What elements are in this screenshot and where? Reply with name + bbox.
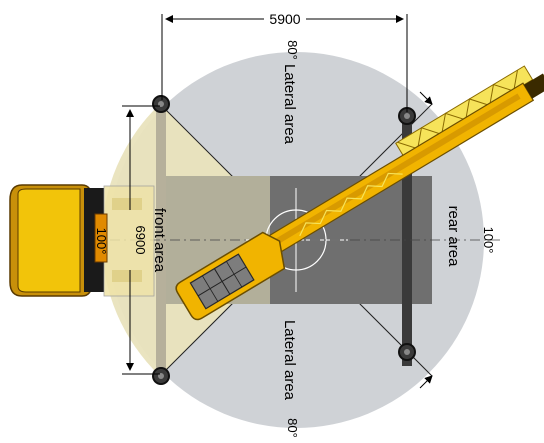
rear-top-angle-marker bbox=[419, 91, 433, 105]
rear-angle-label: 100° bbox=[481, 227, 496, 254]
length-dimension-label: 6900 bbox=[133, 226, 148, 255]
lateral-area-top-label: Lateral area bbox=[281, 64, 298, 145]
bottom-angle-label: 80° bbox=[285, 418, 300, 438]
lateral-area-bottom-label: Lateral area bbox=[281, 320, 298, 401]
outrigger-pad-icon bbox=[152, 367, 170, 385]
crane-cab-icon bbox=[9, 184, 155, 297]
rear-bottom-angle-marker bbox=[419, 375, 433, 389]
top-angle-label: 80° bbox=[285, 40, 300, 60]
width-dimension-label: 5900 bbox=[269, 11, 300, 27]
front-area-label: front area bbox=[151, 208, 168, 273]
outrigger-pad-icon bbox=[152, 95, 170, 113]
outrigger-pad-icon bbox=[398, 343, 416, 361]
rear-area-label: rear area bbox=[445, 206, 462, 268]
front-outrigger-beam bbox=[156, 104, 166, 376]
rear-outrigger-beam bbox=[402, 116, 412, 366]
front-angle-label: 100° bbox=[94, 228, 109, 255]
crane-boom-icon bbox=[175, 65, 544, 321]
outrigger-pad-icon bbox=[398, 107, 416, 125]
